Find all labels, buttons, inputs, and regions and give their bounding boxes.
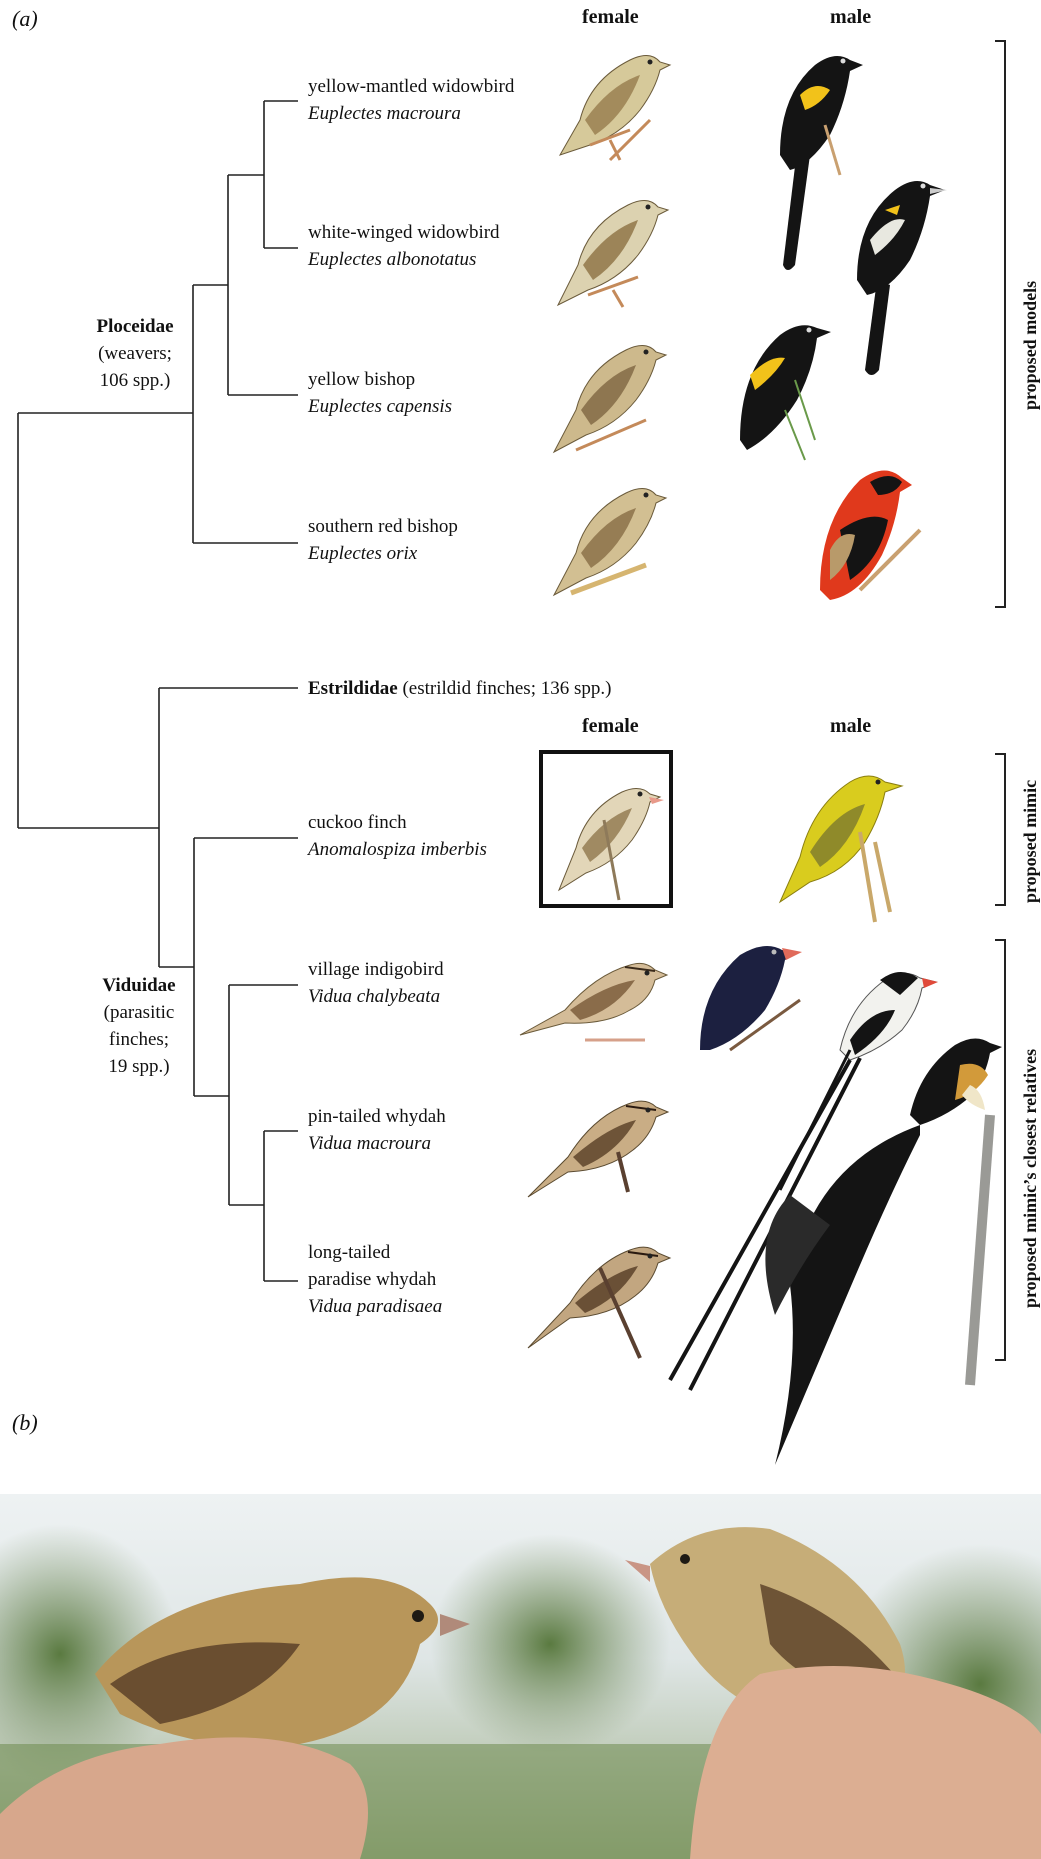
bracket-label-proposed-models: proposed models bbox=[1020, 281, 1041, 410]
bird-male-white-winged-widowbird bbox=[857, 181, 947, 375]
bird-female-long-tailed-paradise-whydah bbox=[528, 1247, 670, 1358]
species-common-name: village indigobird bbox=[308, 956, 444, 983]
family-info-line: finches; bbox=[84, 1026, 194, 1053]
bird-female-yellow-mantled-widowbird bbox=[560, 55, 670, 160]
bird-male-yellow-mantled-widowbird bbox=[780, 56, 863, 270]
bracket-label-proposed-relatives: proposed mimic’s closest relatives bbox=[1020, 1049, 1041, 1308]
species-scientific-name: Euplectes macroura bbox=[308, 100, 461, 127]
bird-female-white-winged-widowbird bbox=[558, 200, 668, 307]
species-common-name: cuckoo finch bbox=[308, 809, 407, 836]
family-info-estrildidae: (estrildid finches; 136 spp.) bbox=[398, 678, 612, 699]
phylogeny-figure bbox=[0, 0, 1041, 1494]
family-info-line: 19 spp.) bbox=[84, 1053, 194, 1080]
species-scientific-name: Vidua chalybeata bbox=[308, 983, 440, 1010]
bracket-proposed-mimic bbox=[995, 754, 1005, 905]
species-common-name-line1: long-tailed bbox=[308, 1239, 390, 1266]
bird-male-village-indigobird bbox=[700, 946, 802, 1050]
bird-male-cuckoo-finch bbox=[780, 776, 902, 922]
species-scientific-name: Euplectes albonotatus bbox=[308, 246, 476, 273]
bird-female-cuckoo-finch bbox=[559, 788, 664, 900]
family-name-estrildidae: Estrildidae bbox=[308, 678, 398, 699]
species-common-name: white-winged widowbird bbox=[308, 219, 500, 246]
family-name-viduidae: Viduidae bbox=[102, 975, 175, 996]
species-common-name: pin-tailed whydah bbox=[308, 1103, 446, 1130]
bird-female-southern-red-bishop bbox=[554, 488, 666, 595]
family-info-line: (parasitic bbox=[84, 999, 194, 1026]
bird-male-southern-red-bishop bbox=[820, 470, 920, 600]
bracket-proposed-models bbox=[995, 41, 1005, 607]
species-scientific-name: Euplectes capensis bbox=[308, 393, 452, 420]
family-info-line: 106 spp.) bbox=[80, 367, 190, 394]
phylogenetic-tree bbox=[18, 101, 298, 1281]
species-common-name: yellow-mantled widowbird bbox=[308, 73, 514, 100]
bird-female-pin-tailed-whydah bbox=[528, 1101, 668, 1197]
bracket-proposed-relatives bbox=[995, 940, 1005, 1360]
family-label-viduidae: Viduidae (parasitic finches; 19 spp.) bbox=[84, 972, 194, 1080]
photo-illustration bbox=[0, 1494, 1041, 1859]
family-name-ploceidae: Ploceidae bbox=[96, 316, 173, 337]
bracket-label-proposed-mimic: proposed mimic bbox=[1020, 780, 1041, 903]
bird-female-yellow-bishop bbox=[554, 345, 666, 452]
bird-female-village-indigobird bbox=[520, 963, 667, 1040]
species-common-name-line2: paradise whydah bbox=[308, 1266, 436, 1293]
bird-male-long-tailed-paradise-whydah bbox=[765, 1038, 1002, 1465]
species-scientific-name: Anomalospiza imberbis bbox=[308, 836, 487, 863]
family-label-ploceidae: Ploceidae (weavers; 106 spp.) bbox=[80, 313, 190, 394]
species-scientific-name: Vidua macroura bbox=[308, 1130, 431, 1157]
species-scientific-name: Vidua paradisaea bbox=[308, 1293, 442, 1320]
family-label-estrildidae: Estrildidae (estrildid finches; 136 spp.… bbox=[308, 675, 611, 702]
photo-panel-b bbox=[0, 1494, 1041, 1859]
species-common-name: yellow bishop bbox=[308, 366, 415, 393]
species-common-name: southern red bishop bbox=[308, 513, 458, 540]
bird-male-yellow-bishop bbox=[740, 325, 831, 460]
family-info-line: (weavers; bbox=[80, 340, 190, 367]
species-scientific-name: Euplectes orix bbox=[308, 540, 417, 567]
